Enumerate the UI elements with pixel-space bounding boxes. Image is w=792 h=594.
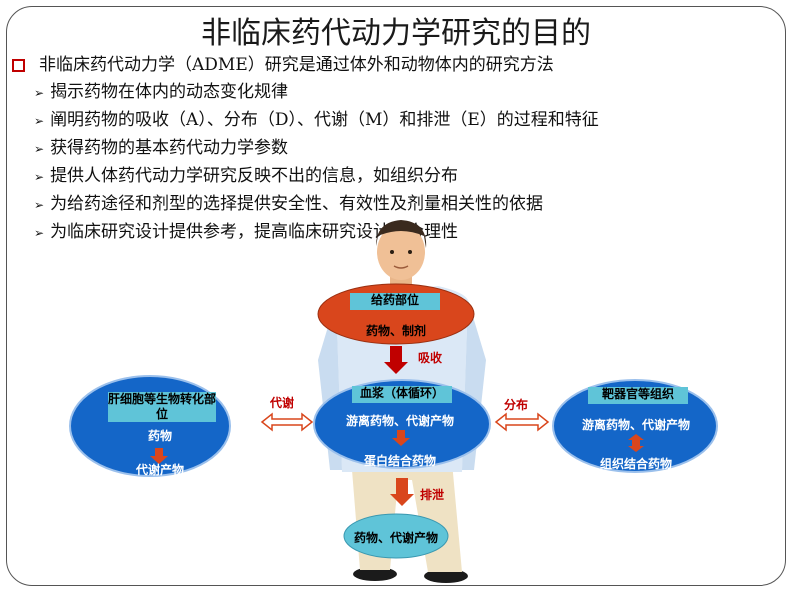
liver-line1: 药物 <box>147 429 172 443</box>
excreted-node <box>343 513 449 559</box>
main-bullet-text: 非临床药代动力学（ADME）研究是通过体外和动物体内的研究方法 <box>39 55 554 75</box>
bullet-list: 非临床药代动力学（ADME）研究是通过体外和动物体内的研究方法 ➢揭示药物在体内… <box>12 52 782 247</box>
absorption-arrow <box>384 346 408 374</box>
sub-bullet: ➢为给药途径和剂型的选择提供安全性、有效性及剂量相关性的依据 <box>34 194 544 214</box>
excretion-label: 排泄 <box>419 488 444 502</box>
target-title: 靶器官等组织 <box>588 387 688 404</box>
metabolism-arrow <box>260 412 314 432</box>
dosing-site-content: 药物、制剂 <box>365 324 426 338</box>
metabolism-label: 代谢 <box>269 396 294 410</box>
plasma-inner-arrow <box>392 430 410 446</box>
sub-bullet: ➢获得药物的基本药代动力学参数 <box>34 138 289 158</box>
arrow-bullet-icon: ➢ <box>34 170 45 184</box>
dosing-site-title: 给药部位 <box>350 293 440 310</box>
sub-bullet: ➢为临床研究设计提供参考，提高临床研究设计的合理性 <box>34 222 459 242</box>
distribution-label: 分布 <box>503 398 528 412</box>
target-inner-arrow <box>628 434 644 452</box>
liver-line2: 代谢产物 <box>135 463 184 477</box>
arrow-bullet-icon: ➢ <box>34 142 45 156</box>
excretion-arrow <box>390 478 414 506</box>
arrow-bullet-icon: ➢ <box>34 86 45 100</box>
plasma-line1: 游离药物、代谢产物 <box>345 414 454 428</box>
target-line2: 组织结合药物 <box>599 457 672 471</box>
sub-bullet: ➢阐明药物的吸收（A）、分布（D）、代谢（M）和排泄（E）的过程和特征 <box>34 110 599 130</box>
slide-frame <box>6 6 786 586</box>
sub-bullet: ➢揭示药物在体内的动态变化规律 <box>34 82 289 102</box>
excreted-label: 药物、代谢产物 <box>353 531 438 545</box>
target-line1: 游离药物、代谢产物 <box>581 418 690 432</box>
slide-title: 非临床药代动力学研究的目的 <box>201 16 591 51</box>
square-bullet-icon <box>12 59 25 72</box>
liver-title: 肝细胞等生物转化部位 <box>108 392 217 422</box>
sub-bullet: ➢提供人体药代动力学研究反映不出的信息，如组织分布 <box>34 166 459 186</box>
plasma-title: 血浆（体循环） <box>352 386 452 403</box>
absorption-label: 吸收 <box>417 351 442 365</box>
arrow-bullet-icon: ➢ <box>34 114 45 128</box>
distribution-arrow <box>494 412 550 432</box>
arrow-bullet-icon: ➢ <box>34 198 45 212</box>
arrow-bullet-icon: ➢ <box>34 226 45 240</box>
liver-inner-arrow <box>150 448 168 464</box>
main-bullet: 非临床药代动力学（ADME）研究是通过体外和动物体内的研究方法 <box>12 52 782 79</box>
plasma-line2: 蛋白结合药物 <box>363 454 436 468</box>
